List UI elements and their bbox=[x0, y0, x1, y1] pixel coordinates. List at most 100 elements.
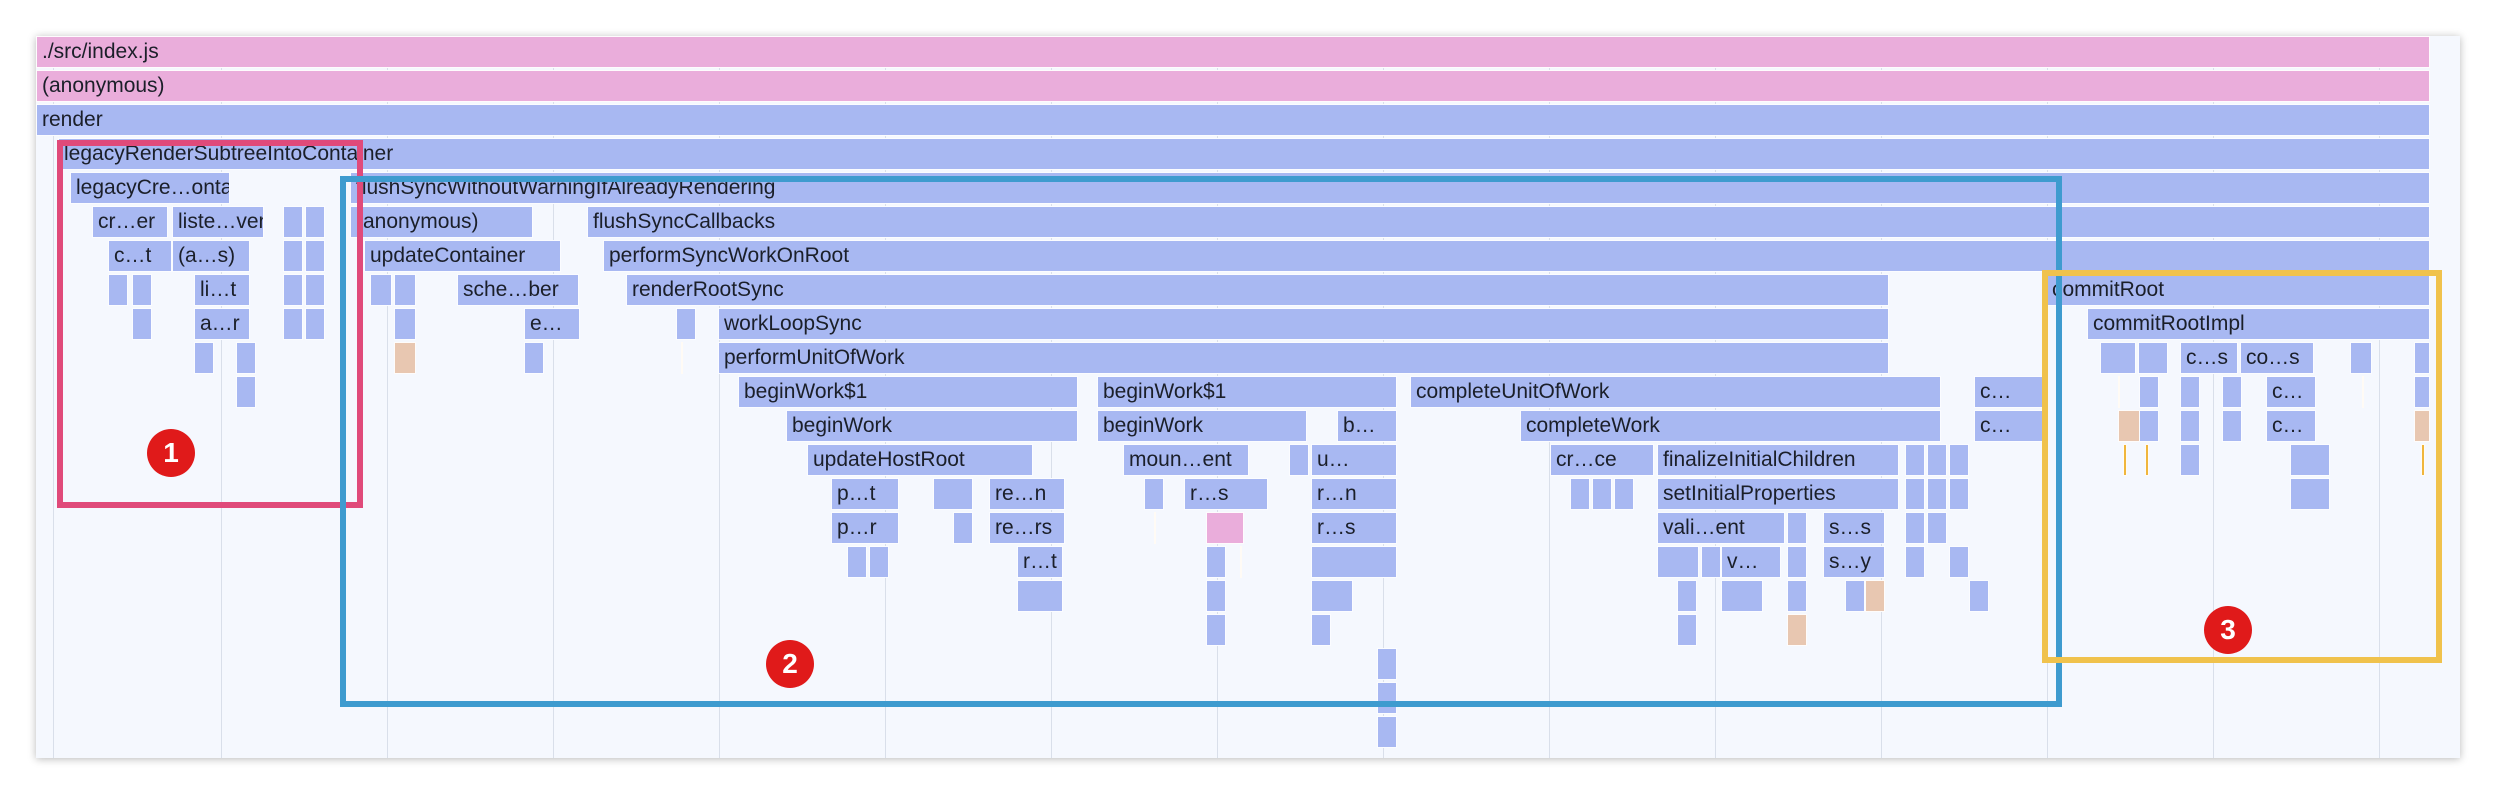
flame-frame[interactable] bbox=[1206, 580, 1226, 612]
flame-frame[interactable]: workLoopSync bbox=[718, 308, 1889, 340]
flame-frame[interactable] bbox=[283, 206, 303, 238]
flame-frame[interactable]: r…t bbox=[1017, 546, 1063, 578]
flame-frame[interactable] bbox=[2414, 342, 2430, 374]
flame-frame[interactable]: beginWork bbox=[1097, 410, 1307, 442]
flame-frame[interactable] bbox=[1927, 444, 1947, 476]
flame-frame[interactable] bbox=[1570, 478, 1590, 510]
flame-frame[interactable]: vali…ent bbox=[1657, 512, 1785, 544]
flame-frame[interactable] bbox=[2222, 376, 2242, 408]
flame-frame[interactable] bbox=[1949, 444, 1969, 476]
flame-frame[interactable]: updateContainer bbox=[364, 240, 561, 272]
flame-frame[interactable] bbox=[2123, 444, 2127, 476]
flame-frame[interactable]: a…r bbox=[194, 308, 250, 340]
flame-frame[interactable] bbox=[1721, 580, 1763, 612]
flame-frame[interactable] bbox=[1927, 512, 1947, 544]
flame-frame[interactable]: performSyncWorkOnRoot bbox=[603, 240, 2430, 272]
flame-frame[interactable] bbox=[370, 274, 392, 306]
flame-frame[interactable]: c… bbox=[1974, 410, 2044, 442]
flame-frame[interactable] bbox=[1787, 512, 1807, 544]
flame-frame[interactable] bbox=[2290, 478, 2330, 510]
flame-frame[interactable]: completeWork bbox=[1520, 410, 1941, 442]
flame-frame[interactable] bbox=[2180, 410, 2200, 442]
flame-frame[interactable] bbox=[933, 478, 973, 510]
flame-frame[interactable] bbox=[2138, 342, 2168, 374]
flame-frame[interactable] bbox=[1787, 614, 1807, 646]
flame-frame[interactable] bbox=[132, 308, 152, 340]
flame-frame[interactable]: finalizeInitialChildren bbox=[1657, 444, 1899, 476]
flame-frame[interactable] bbox=[2118, 376, 2120, 408]
flame-frame[interactable] bbox=[676, 308, 696, 340]
flame-frame[interactable]: legacyRenderSubtreeIntoContainer bbox=[58, 138, 2430, 170]
flame-frame[interactable]: s…y bbox=[1823, 546, 1885, 578]
flame-frame[interactable] bbox=[194, 342, 214, 374]
flame-frame[interactable] bbox=[305, 274, 325, 306]
flame-frame[interactable] bbox=[1657, 546, 1699, 578]
flame-frame[interactable]: co…s bbox=[2240, 342, 2314, 374]
flame-frame[interactable] bbox=[132, 274, 152, 306]
flame-frame[interactable] bbox=[1845, 580, 1865, 612]
flame-frame[interactable] bbox=[2139, 410, 2159, 442]
flame-frame[interactable] bbox=[236, 342, 256, 374]
flame-frame[interactable]: renderRootSync bbox=[626, 274, 1889, 306]
flame-frame[interactable]: cr…er bbox=[92, 206, 168, 238]
flame-frame[interactable] bbox=[1905, 478, 1925, 510]
flame-frame[interactable]: sche…ber bbox=[457, 274, 579, 306]
flame-frame[interactable] bbox=[847, 546, 867, 578]
flame-frame[interactable] bbox=[283, 308, 303, 340]
flame-frame[interactable] bbox=[1154, 512, 1156, 544]
flame-frame[interactable] bbox=[953, 512, 973, 544]
flame-frame[interactable] bbox=[681, 342, 683, 374]
flame-frame[interactable]: liste…vents bbox=[172, 206, 264, 238]
flame-frame[interactable]: (a…s) bbox=[172, 240, 250, 272]
flame-frame[interactable] bbox=[1905, 546, 1925, 578]
flame-frame[interactable] bbox=[305, 206, 325, 238]
flame-frame[interactable] bbox=[305, 308, 325, 340]
flame-frame[interactable] bbox=[2139, 376, 2159, 408]
flame-frame[interactable]: re…n bbox=[989, 478, 1065, 510]
flame-frame[interactable] bbox=[1701, 546, 1721, 578]
flame-frame[interactable] bbox=[1311, 614, 1331, 646]
flame-frame[interactable]: r…n bbox=[1311, 478, 1397, 510]
flame-frame[interactable]: beginWork$1 bbox=[738, 376, 1078, 408]
flame-frame[interactable]: performUnitOfWork bbox=[718, 342, 1889, 374]
flame-frame[interactable] bbox=[2421, 444, 2425, 476]
flame-frame[interactable]: (anonymous) bbox=[350, 206, 533, 238]
flame-frame[interactable] bbox=[394, 342, 416, 374]
flame-frame[interactable] bbox=[1206, 512, 1244, 544]
flame-frame[interactable] bbox=[1614, 478, 1634, 510]
flame-frame[interactable] bbox=[1969, 580, 1989, 612]
flame-frame[interactable] bbox=[236, 376, 256, 408]
flame-frame[interactable] bbox=[524, 342, 544, 374]
flame-frame[interactable] bbox=[1377, 716, 1397, 748]
flame-frame[interactable]: (anonymous) bbox=[36, 70, 2430, 102]
flame-frame[interactable]: c… bbox=[2266, 410, 2316, 442]
flame-frame[interactable]: r…s bbox=[1311, 512, 1397, 544]
flame-frame[interactable]: render bbox=[36, 104, 2430, 136]
flame-frame[interactable] bbox=[1949, 546, 1969, 578]
flame-frame[interactable] bbox=[2222, 410, 2242, 442]
flame-frame[interactable]: cr…ce bbox=[1550, 444, 1654, 476]
flame-frame[interactable]: commitRootImpl bbox=[2087, 308, 2430, 340]
flame-frame[interactable] bbox=[2290, 444, 2330, 476]
flame-frame[interactable] bbox=[869, 546, 889, 578]
flame-frame[interactable]: setInitialProperties bbox=[1657, 478, 1899, 510]
flame-frame[interactable]: p…r bbox=[831, 512, 899, 544]
flame-frame[interactable] bbox=[1949, 478, 1969, 510]
flame-frame[interactable]: li…t bbox=[194, 274, 250, 306]
flame-frame[interactable] bbox=[1144, 478, 1164, 510]
flame-frame[interactable] bbox=[1905, 512, 1925, 544]
flame-frame[interactable] bbox=[1787, 580, 1807, 612]
flame-frame[interactable] bbox=[283, 240, 303, 272]
flame-frame[interactable] bbox=[2180, 444, 2200, 476]
flame-frame[interactable] bbox=[2350, 342, 2372, 374]
flame-frame[interactable]: ./src/index.js bbox=[36, 36, 2430, 68]
flame-frame[interactable] bbox=[1905, 444, 1925, 476]
flame-frame[interactable] bbox=[2362, 376, 2364, 408]
flame-frame[interactable]: commitRoot bbox=[2046, 274, 2430, 306]
flame-frame[interactable] bbox=[1206, 546, 1226, 578]
flame-frame[interactable] bbox=[283, 274, 303, 306]
flame-frame[interactable]: legacyCre…ontainer bbox=[70, 172, 230, 204]
flame-frame[interactable] bbox=[1927, 478, 1947, 510]
flame-frame[interactable] bbox=[1206, 614, 1226, 646]
flame-frame[interactable] bbox=[1017, 580, 1063, 612]
